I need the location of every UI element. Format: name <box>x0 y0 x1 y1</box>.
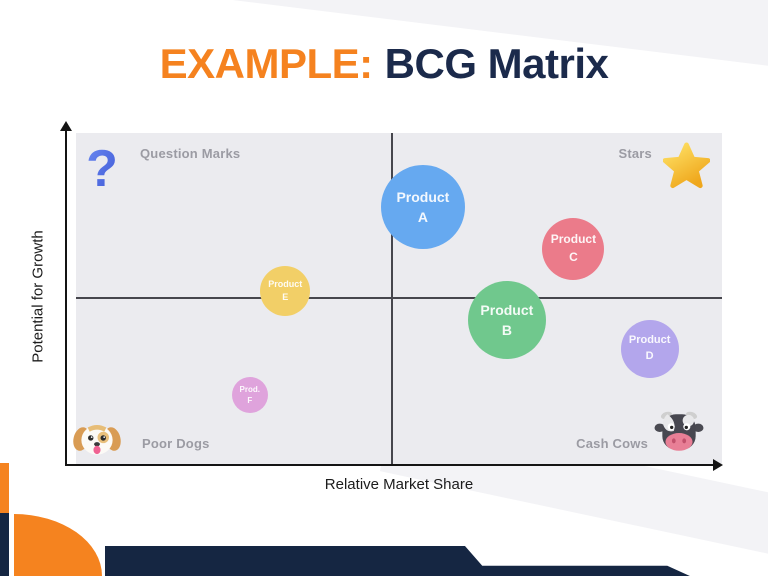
quadrant-label-cash-cows: Cash Cows <box>576 436 648 451</box>
bubble-label-line1: Product <box>628 334 671 347</box>
quadrant-label-poor-dogs: Poor Dogs <box>142 436 210 451</box>
quadrant-label-stars: Stars <box>618 146 652 161</box>
cow-icon <box>654 411 704 451</box>
orange-quarter-circle <box>14 514 102 576</box>
bubble-label-line2: A <box>417 209 428 226</box>
bubble-label-line1: Product <box>480 301 534 318</box>
dog-icon <box>73 424 121 455</box>
quadrant-label-question-marks: Question Marks <box>140 146 241 161</box>
y-axis-label: Potential for Growth <box>29 230 47 363</box>
bubble-label-line1: Prod. <box>239 384 260 394</box>
title-main: BCG Matrix <box>384 40 609 87</box>
title-highlight: EXAMPLE: <box>159 40 374 87</box>
y-axis-arrow-icon <box>60 121 72 131</box>
quadrant-divider-horizontal <box>76 297 722 299</box>
y-axis-line <box>65 130 67 465</box>
svg-text:?: ? <box>86 143 118 198</box>
bubble-label-line1: Product <box>268 278 303 289</box>
bubble-prod-f: Prod. F <box>231 377 268 414</box>
left-edge-navy-bar <box>0 513 9 576</box>
x-axis-arrow-icon <box>713 459 723 471</box>
page-title: EXAMPLE:BCG Matrix <box>0 40 768 88</box>
bubble-label-line2: D <box>645 350 654 363</box>
x-axis-line <box>65 464 715 466</box>
left-edge-orange-bar <box>0 463 9 513</box>
star-icon <box>663 142 710 189</box>
x-axis-label: Relative Market Share <box>324 476 474 493</box>
bubble-label-line2: B <box>501 322 512 338</box>
bubble-label-line2: F <box>247 396 253 406</box>
bubble-label-line1: Product <box>396 189 450 206</box>
navy-bottom-band <box>105 546 690 576</box>
bubble-label-line2: E <box>282 291 289 302</box>
question-mark-icon: ? <box>86 143 118 198</box>
bcg-matrix-plot: Question Marks Stars Poor Dogs Cash Cows… <box>73 133 722 464</box>
bubble-label-line1: Product <box>550 232 597 247</box>
bubble-label-line2: C <box>569 249 578 264</box>
